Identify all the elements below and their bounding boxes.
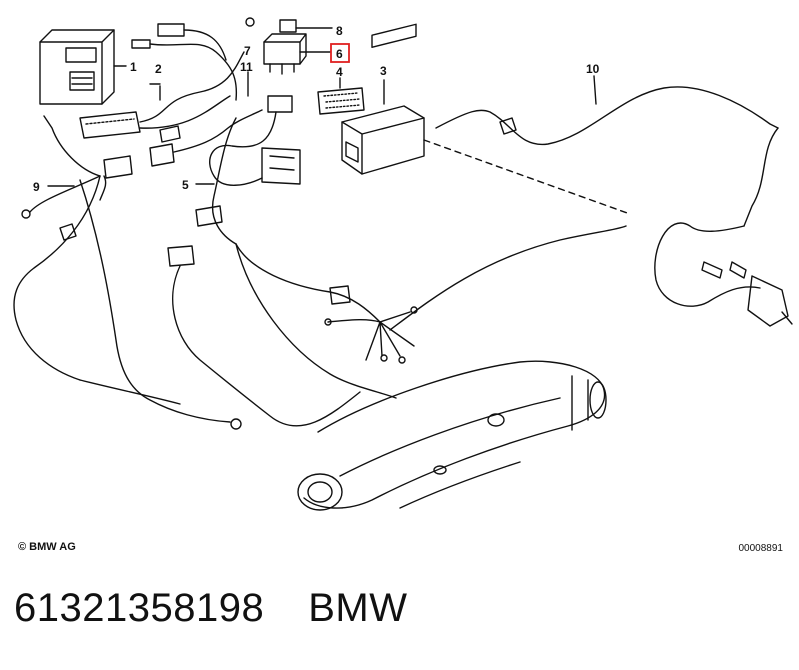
callout-6: 6 bbox=[336, 47, 343, 61]
heater-body-drawing bbox=[297, 360, 607, 511]
ground-cable-drawing bbox=[13, 115, 242, 430]
callout-1: 1 bbox=[130, 60, 137, 74]
copyright-notice: © BMW AG bbox=[18, 541, 76, 553]
brand-name: BMW bbox=[308, 586, 408, 630]
callout-5: 5 bbox=[182, 178, 189, 192]
control-box-drawing bbox=[341, 23, 425, 175]
callout-10: 10 bbox=[586, 62, 600, 76]
gasket-drawing bbox=[317, 87, 365, 115]
parts-diagram: 1 2 3 4 5 6 7 8 9 10 11 bbox=[13, 17, 793, 511]
part-info: 61321358198 BMW bbox=[14, 586, 407, 631]
callout-9: 9 bbox=[33, 180, 40, 194]
callout-3: 3 bbox=[380, 64, 387, 78]
connector-harness-drawing bbox=[79, 23, 245, 143]
wiring-loom-drawing bbox=[149, 95, 627, 427]
sensor-cable-drawing bbox=[435, 86, 793, 327]
callout-8: 8 bbox=[336, 24, 343, 38]
part-number: 61321358198 bbox=[14, 586, 265, 630]
callout-11: 11 bbox=[240, 60, 253, 74]
image-code: 00008891 bbox=[738, 543, 784, 554]
timer-unit-drawing bbox=[39, 29, 127, 105]
callout-2: 2 bbox=[155, 62, 162, 76]
relay-drawing bbox=[245, 17, 333, 75]
callout-6-highlight-box bbox=[330, 43, 350, 63]
callout-7: 7 bbox=[244, 44, 251, 58]
callout-4: 4 bbox=[336, 65, 343, 79]
